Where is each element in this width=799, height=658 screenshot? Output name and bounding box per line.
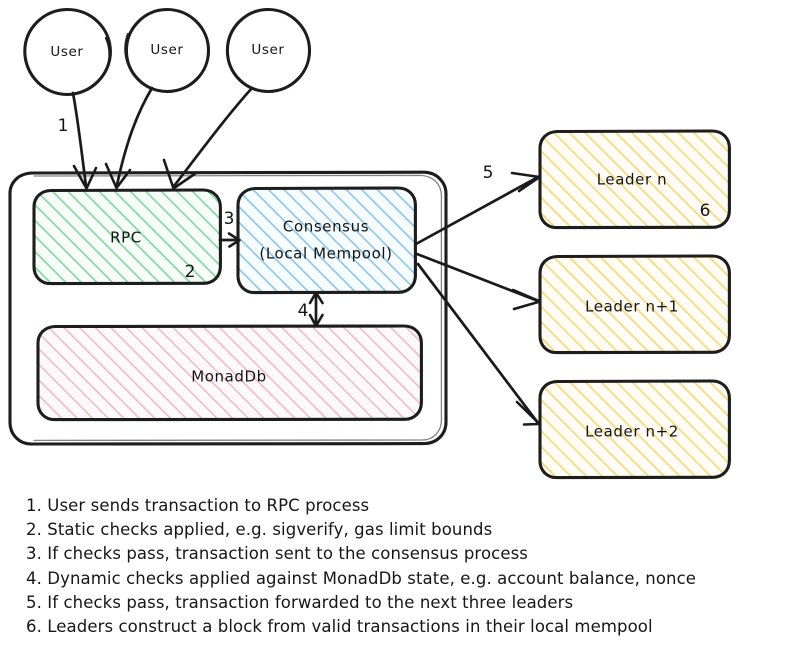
actor-user-3[interactable]: User <box>225 7 312 94</box>
step-label-4: 4 <box>298 301 309 321</box>
node-leader-n[interactable]: Leader n 6 <box>538 129 731 230</box>
arrow-consensus-monaddb <box>308 291 324 328</box>
step-label-1: 1 <box>58 116 69 136</box>
legend-item: 4. Dynamic checks applied against MonadD… <box>26 568 697 588</box>
actor-user-2-label: User <box>150 42 183 58</box>
legend-item: 2. Static checks applied, e.g. sigverify… <box>26 520 493 540</box>
node-leader-n-plus-1-fill <box>539 256 730 353</box>
node-rpc-fill <box>33 190 221 284</box>
node-leader-n-plus-2-label: Leader n+2 <box>585 423 679 441</box>
node-leader-n-plus-2-fill <box>539 381 730 478</box>
legend-item: 1. User sends transaction to RPC process <box>26 496 370 515</box>
node-consensus-fill <box>237 188 416 293</box>
arrow-consensus-to-leader-n <box>414 171 541 246</box>
node-consensus-label: Consensus <box>283 218 369 236</box>
legend-item: 5. If checks pass, transaction forwarded… <box>26 592 574 612</box>
step-label-5: 5 <box>483 163 494 183</box>
actor-user-3-label: User <box>251 42 284 58</box>
node-rpc[interactable]: RPC 2 <box>32 188 222 286</box>
node-leader-n-label: Leader n <box>597 171 668 189</box>
node-leader-n-plus-2[interactable]: Leader n+2 <box>538 379 731 480</box>
arrow-consensus-to-leader-n-plus-2 <box>416 262 541 426</box>
node-rpc-step-number: 2 <box>185 262 196 282</box>
node-rpc-label: RPC <box>110 229 142 247</box>
node-leader-n-plus-1-label: Leader n+1 <box>585 298 679 316</box>
node-consensus[interactable]: Consensus (Local Mempool) <box>236 186 417 295</box>
step-label-3: 3 <box>224 209 235 229</box>
arrow-consensus-to-leader-n-plus-1 <box>415 252 542 311</box>
node-leader-n-fill <box>539 131 730 228</box>
node-leader-n-step-number: 6 <box>700 201 711 221</box>
legend-item: 3. If checks pass, transaction sent to t… <box>26 544 528 564</box>
node-leader-n-plus-1[interactable]: Leader n+1 <box>538 254 731 355</box>
node-monaddb-fill <box>37 326 422 420</box>
node-monaddb-label: MonadDb <box>191 368 267 386</box>
node-monaddb[interactable]: MonadDb <box>36 324 423 422</box>
arrow-rpc-to-consensus <box>218 232 241 248</box>
legend-item: 6. Leaders construct a block from valid … <box>26 617 653 637</box>
legend-list: 1. User sends transaction to RPC process… <box>26 494 786 639</box>
full-node-container <box>8 170 448 446</box>
node-consensus-sublabel: (Local Mempool) <box>259 245 392 263</box>
actor-user-2[interactable]: User <box>124 7 211 94</box>
actor-user-1[interactable]: User <box>23 7 112 97</box>
actor-user-1-label: User <box>50 44 83 60</box>
